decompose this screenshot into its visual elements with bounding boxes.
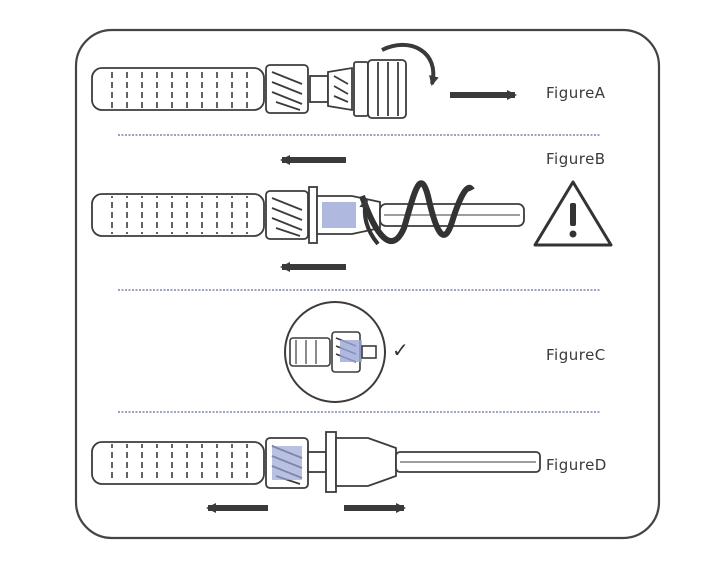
figure-a-label: FigureA [546, 84, 606, 102]
figure-a-illustration [91, 59, 407, 119]
figure-d-illustration [91, 431, 541, 493]
rotate-arrow-icon [381, 43, 439, 86]
warning-triangle-icon [533, 180, 613, 247]
figure-b-twist-arrow-icon [359, 198, 380, 246]
figure-c-label: FigureC [546, 346, 606, 364]
figure-b-label: FigureB [546, 150, 606, 168]
figure-d-label: FigureD [546, 456, 607, 474]
figure-c-zoom-illustration [284, 301, 386, 403]
diagram-frame [74, 28, 661, 540]
checkmark-icon: ✓ [392, 338, 409, 362]
figure-b-twist-spring [359, 180, 475, 244]
